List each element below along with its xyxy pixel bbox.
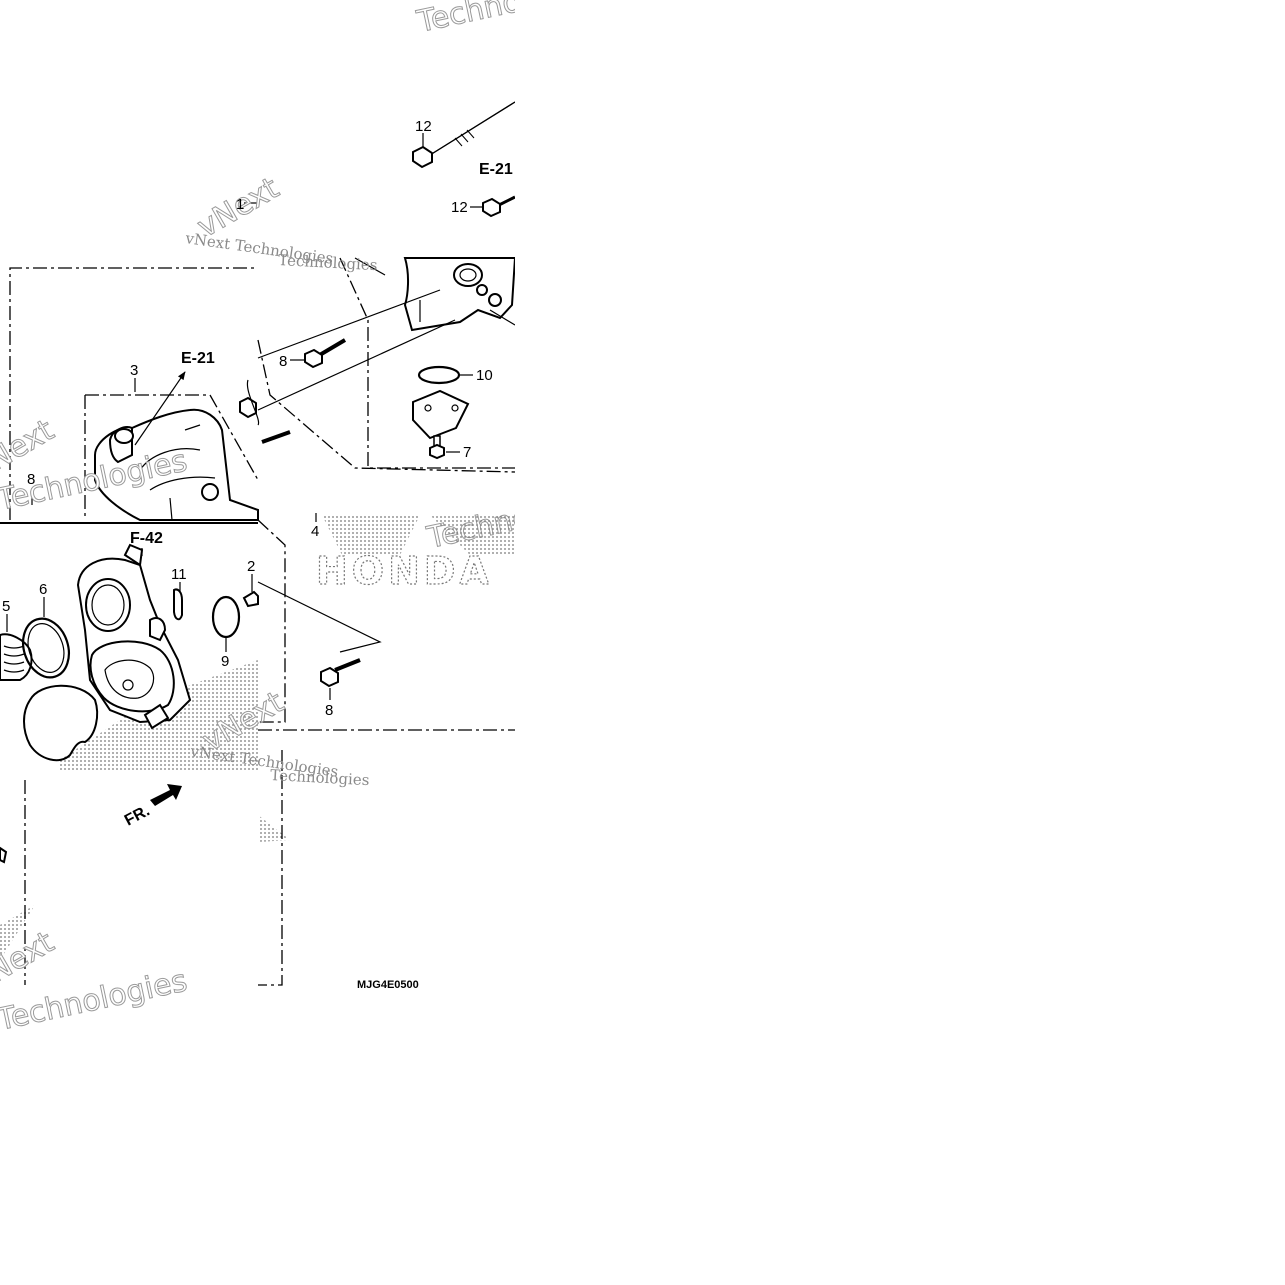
callout-4: 4 [311,523,319,540]
callout-6: 6 [39,581,47,598]
callout-3: 3 [130,362,138,379]
honda-logo-watermark: HONDA [315,515,515,594]
ref-e21-top: E-21 [479,161,513,178]
shaft-lines [257,289,516,411]
thermostat-housing [94,408,259,521]
frame-lines [9,257,516,986]
callout-12-top: 12 [415,118,432,135]
watermark-text-5: Technologies [0,964,190,1039]
callout-1: 1 [236,196,244,213]
lower-fragment [0,846,8,864]
callout-7: 7 [463,444,471,461]
o-ring-10 [417,365,461,385]
ref-e21-mid: E-21 [181,350,215,367]
callout-9: 9 [221,653,229,670]
leader-8b-group [257,581,382,653]
o-ring-6 [22,617,70,679]
bolt-8-lower [320,658,361,688]
callout-11: 11 [171,566,187,583]
bolt-12-lower [482,195,516,218]
callout-2: 2 [247,558,255,575]
fr-arrow [150,784,182,806]
bolt-7 [429,435,445,460]
callouts: 12 12 1 8 10 7 3 8 4 5 6 11 2 9 8 [2,118,493,719]
callout-8-upper: 8 [279,353,287,370]
callout-8-lower: 8 [325,702,333,719]
blank-area [515,0,1285,1285]
o-ring-9 [211,595,241,639]
water-pipe-housing [354,257,517,332]
ref-f42: F-42 [130,530,163,547]
cover-plate [412,389,470,440]
callout-12-lower: 12 [451,199,468,216]
watermark-text-4: Technologies [270,766,370,789]
part-2 [242,590,259,608]
diagram-code: MJG4E0500 [357,979,419,991]
bolt-8-mid [239,379,291,444]
leader-e21 [134,371,186,446]
callout-10: 10 [476,367,493,384]
honda-logo-text: HONDA [316,549,493,593]
watermark-text-9: Techno [413,0,524,40]
watermark-text-3: Technologies [278,251,378,274]
clip-11 [173,588,183,621]
water-pump-body [76,543,192,730]
callout-8-left: 8 [27,471,35,488]
direction-label: FR. [122,802,153,829]
bolt-8-upper [304,338,347,369]
callout-5: 5 [2,598,10,615]
gasket [23,684,99,762]
